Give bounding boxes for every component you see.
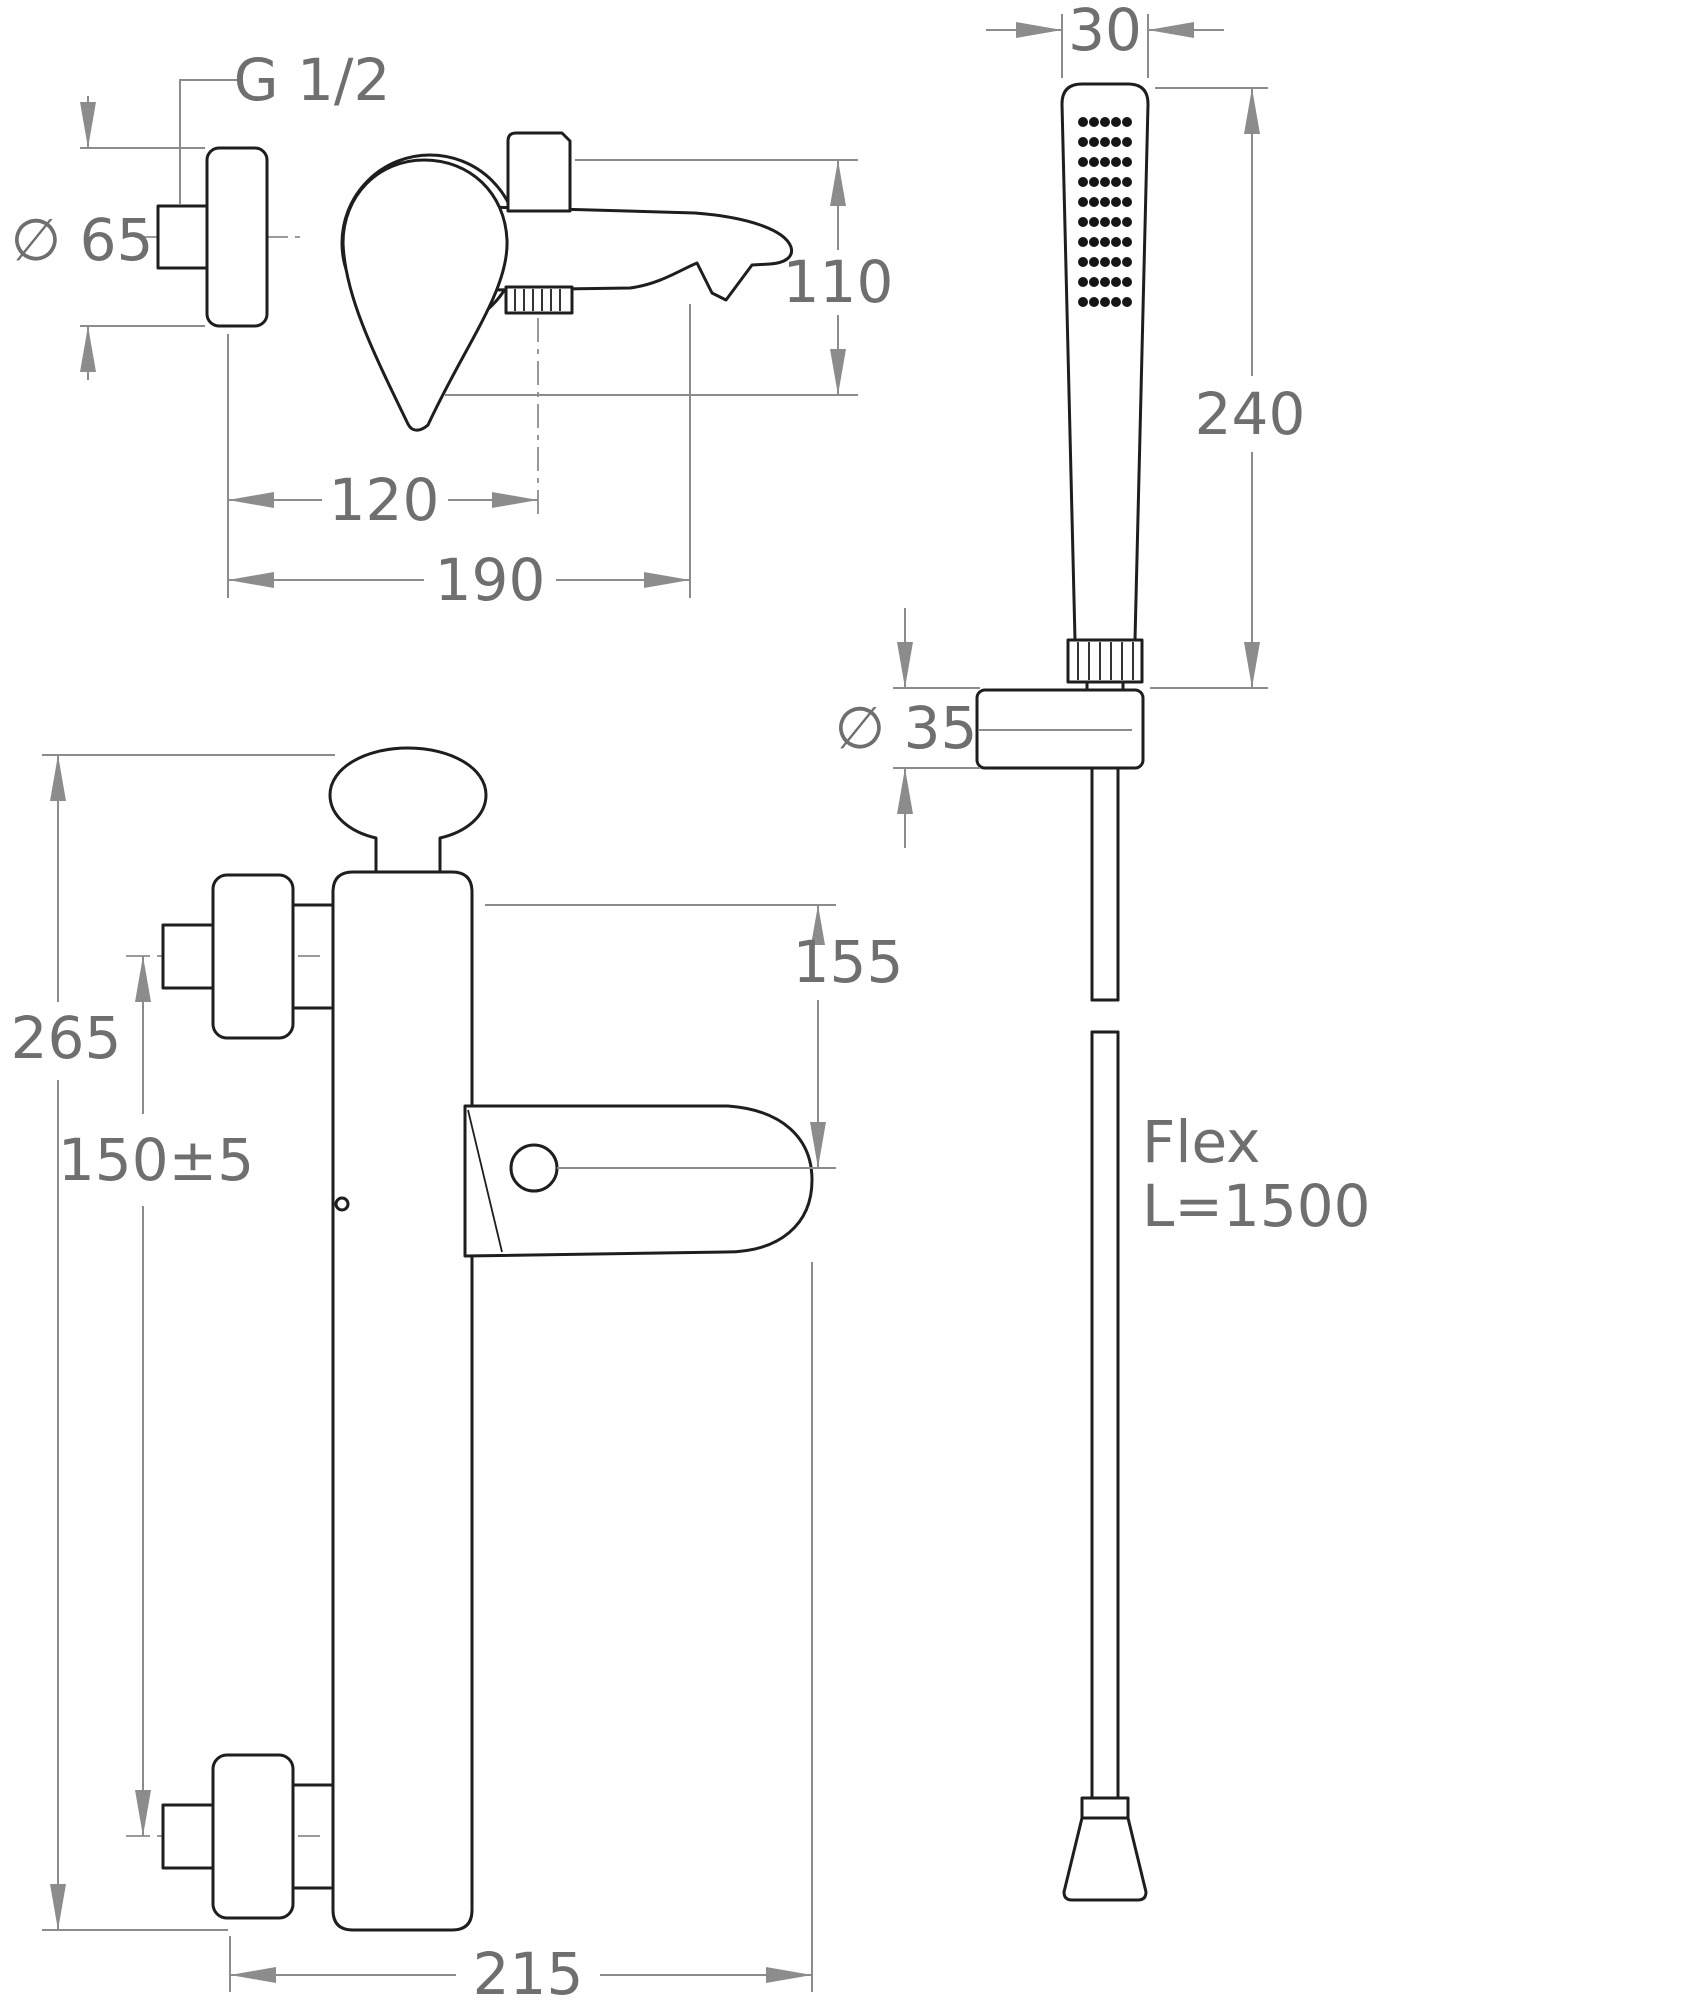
- inlet-nut: [156, 204, 209, 270]
- hand-shower-view: 30 240 ∅ 35 Flex L=1500: [835, 0, 1371, 1902]
- dim-overall-depth-215: 215: [229, 1262, 813, 2000]
- dim-inlet-spacing: 150±5: [58, 956, 254, 1836]
- bottom-inlet-nut: [161, 1803, 215, 1870]
- dim-reach-190: 190: [228, 304, 691, 614]
- dim-overall-height-265: 265: [11, 754, 335, 1931]
- flex-length-label: L=1500: [1142, 1172, 1371, 1240]
- dim-thread: G 1/2: [179, 46, 391, 204]
- height-110-label: 110: [783, 248, 894, 316]
- bath-spout-front: [463, 1104, 814, 1258]
- shower-outlet-thread: [504, 285, 574, 315]
- mixer-front-view: 265 150±5 155 215: [11, 746, 904, 2000]
- thread-size-label: G 1/2: [234, 46, 391, 114]
- dim-holder-diameter: ∅ 35: [835, 608, 1132, 848]
- dim-length-240: 240: [1150, 87, 1306, 689]
- wall-flange: [205, 146, 269, 328]
- top-wall-flange: [211, 873, 295, 1040]
- dim-spout-drop-155: 155: [485, 904, 904, 1169]
- body-screw: [334, 1196, 350, 1212]
- dim-offset-120: 120: [227, 318, 539, 598]
- spray-nozzles: [1078, 117, 1132, 307]
- overall-height-label: 265: [11, 1004, 122, 1072]
- head-width-label: 30: [1068, 0, 1142, 64]
- flange-diameter-label: ∅ 65: [11, 206, 154, 274]
- hose-connector-nut: [1066, 638, 1144, 684]
- top-inlet-nut: [161, 923, 215, 990]
- bath-spout: [486, 205, 794, 302]
- flex-label: Flex: [1142, 1108, 1260, 1176]
- inlet-connectors: [291, 903, 335, 1890]
- spout-hole: [509, 1143, 559, 1193]
- offset-120-label: 120: [329, 466, 440, 534]
- inlet-spacing-label: 150±5: [58, 1126, 254, 1194]
- overall-depth-label: 215: [473, 1940, 584, 2000]
- length-240-label: 240: [1195, 380, 1306, 448]
- dim-head-width-30: 30: [986, 0, 1224, 78]
- mixer-body-front: [331, 870, 474, 1932]
- diverter-knob: [506, 131, 572, 213]
- reach-190-label: 190: [435, 546, 546, 614]
- handle-dome: [328, 746, 488, 874]
- spout-taper-line: [467, 1109, 503, 1253]
- mixer-side-view: G 1/2 ∅ 65 110: [11, 46, 894, 614]
- hose-length-note: Flex L=1500: [1142, 1108, 1371, 1240]
- lever-handle: [341, 158, 509, 432]
- hand-shower-handle: [1060, 82, 1150, 642]
- shower-hose: [1090, 766, 1120, 1802]
- spout-drop-label: 155: [793, 928, 904, 996]
- dim-flange-diameter: ∅ 65: [11, 96, 205, 380]
- dim-height-110: 110: [445, 159, 894, 396]
- bottom-wall-flange: [211, 1753, 295, 1920]
- holder-diameter-label: ∅ 35: [835, 694, 978, 762]
- hose-end-fitting: [1062, 1796, 1148, 1902]
